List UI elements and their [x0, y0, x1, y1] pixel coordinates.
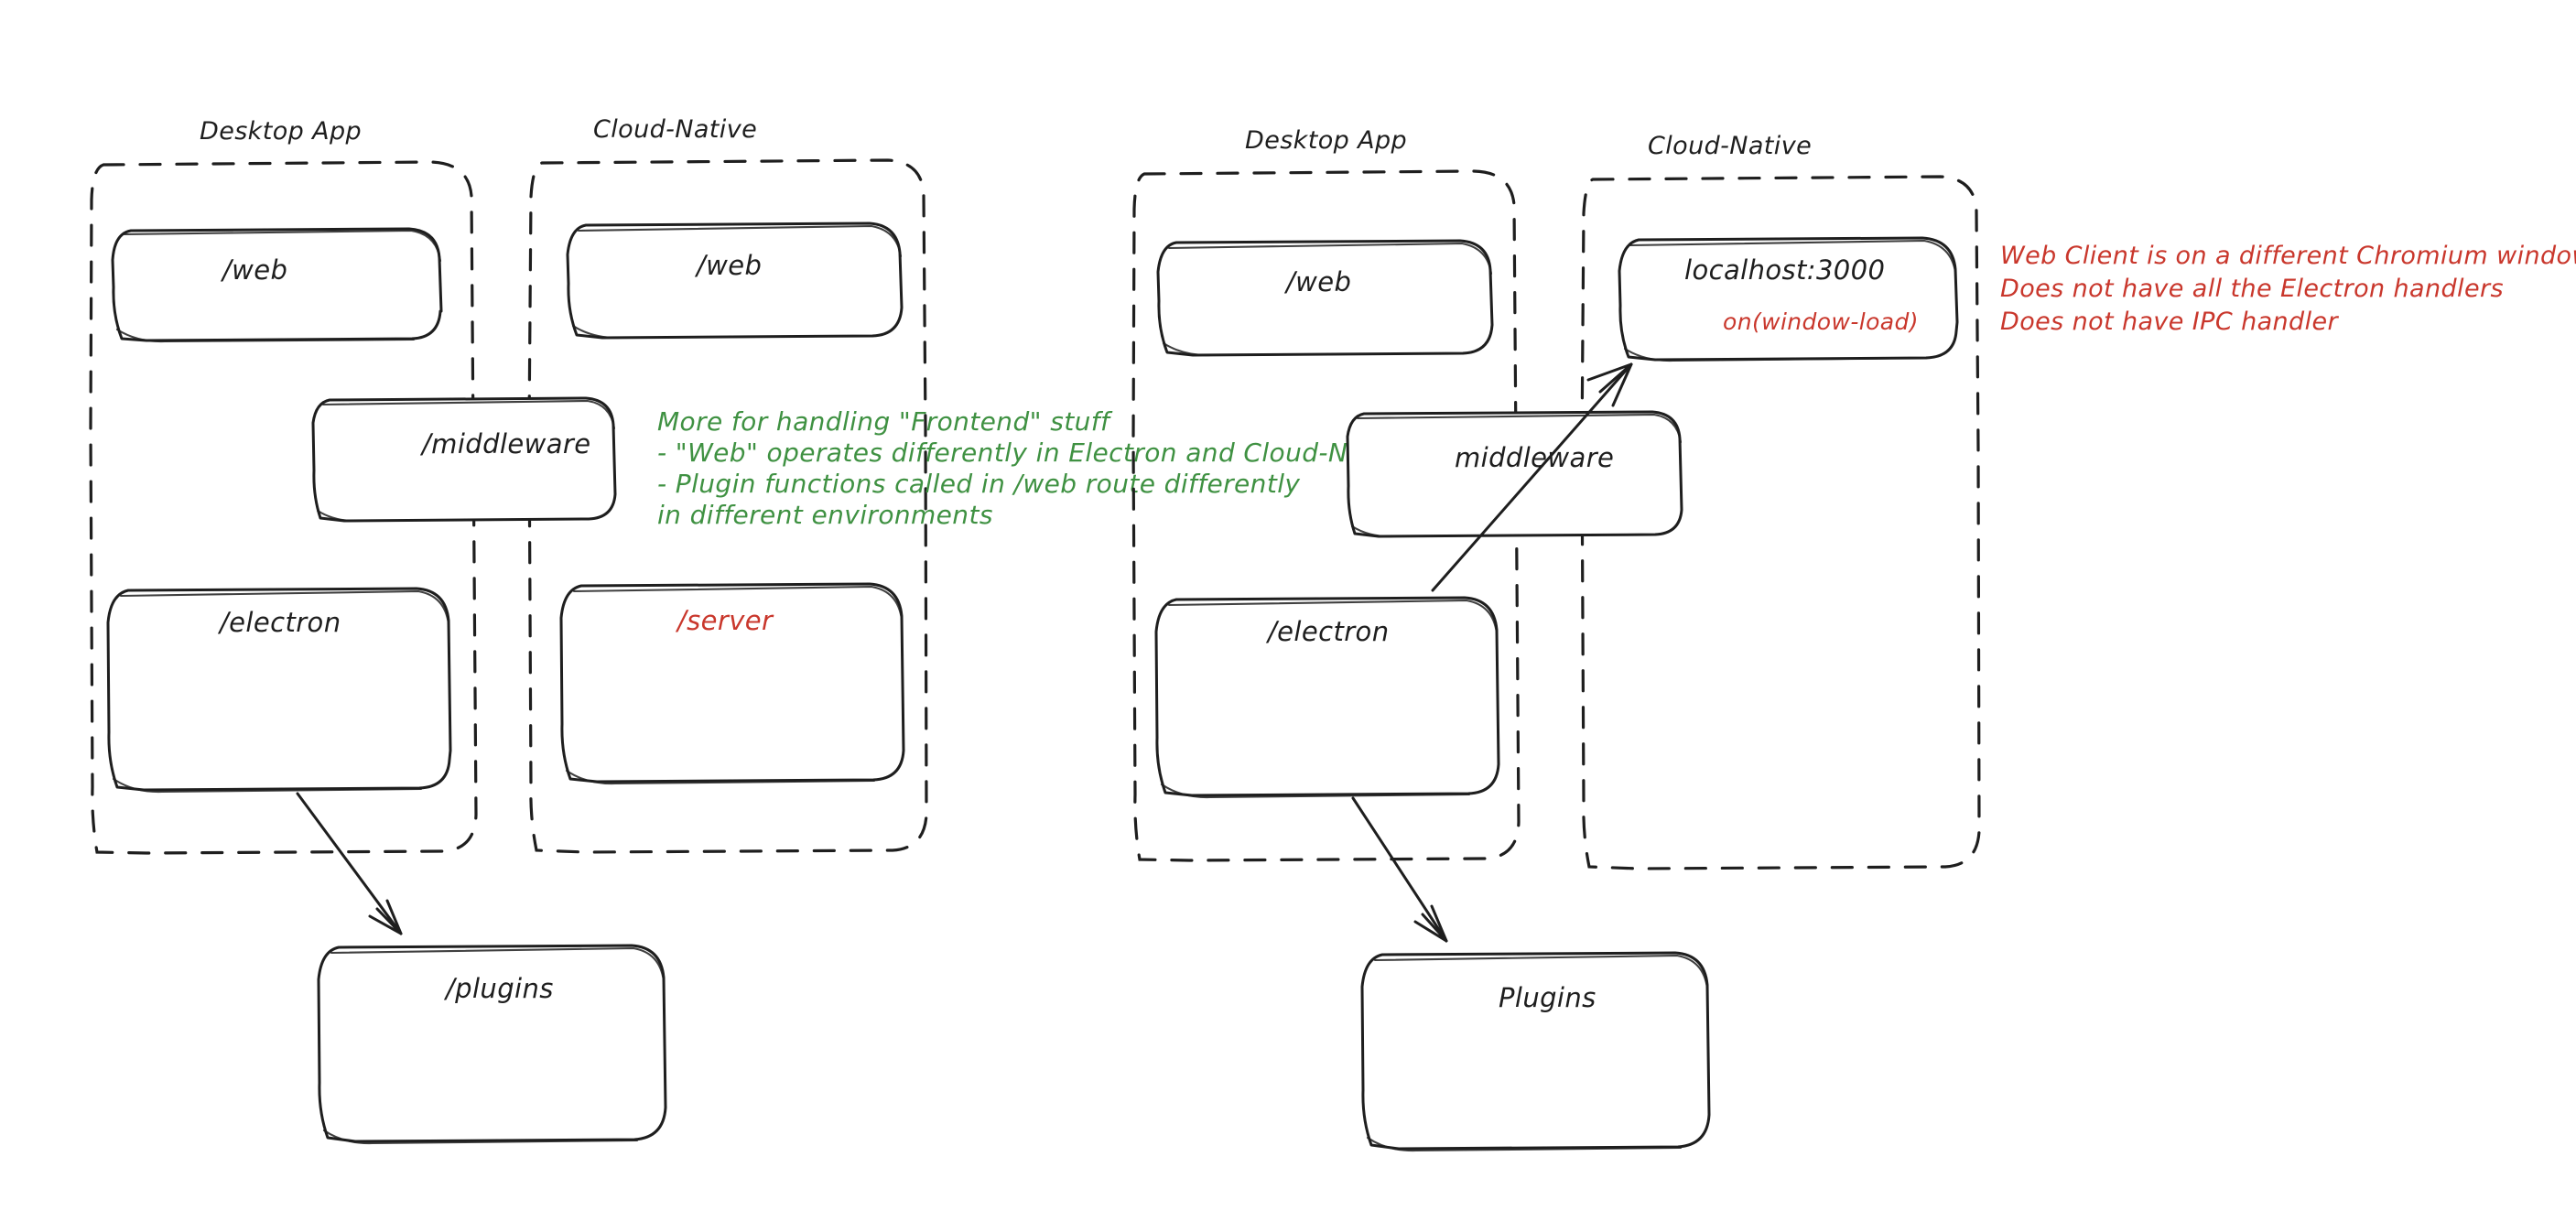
green-note-line-1: More for handling "Frontend" stuff — [657, 406, 1113, 437]
left-node-server[interactable]: /server — [559, 582, 905, 785]
left-server-sketch-overstroke — [565, 585, 904, 785]
left-desktop-app-outline — [89, 160, 478, 855]
right-localhost-sketch-overstroke — [1623, 239, 1957, 362]
right-plugins-shape — [1360, 951, 1711, 1151]
left-cloud-native-outline — [527, 158, 928, 854]
right-cloud-native-outline — [1580, 175, 1981, 870]
left-plugins-label: /plugins — [443, 973, 554, 1004]
left-electron-label: /electron — [217, 607, 341, 638]
left-group-desktop-app: Desktop App — [89, 117, 478, 855]
left-desktop-web-label: /web — [220, 254, 287, 286]
right-edge-plugins-arrowhead — [1413, 904, 1448, 943]
left-edge-arrowhead — [368, 899, 403, 935]
right-middleware-sketch-overstroke — [1350, 413, 1683, 538]
red-note-line-1: Web Client is on a different Chromium wi… — [2000, 242, 2576, 270]
green-note-line-4: in different environments — [657, 500, 993, 530]
right-node-localhost[interactable]: localhost:3000 on(window-load) — [1618, 236, 1959, 362]
right-edge-localhost-line — [1431, 362, 1633, 592]
left-node-plugins[interactable]: /plugins — [317, 944, 667, 1145]
right-desktop-app-outline — [1131, 169, 1521, 862]
left-node-middleware[interactable]: /middleware — [311, 396, 617, 523]
green-note-line-3: - Plugin functions called in /web route … — [657, 469, 1300, 499]
left-node-cloud-web[interactable]: /web — [566, 222, 904, 340]
left-cloud-web-label: /web — [694, 250, 762, 281]
green-note-line-2: - "Web" operates differently in Electron… — [657, 438, 1413, 468]
right-edge-electron-to-plugins — [1351, 796, 1448, 943]
right-localhost-sublabel: on(window-load) — [1723, 308, 1919, 335]
right-node-desktop-web[interactable]: /web — [1156, 239, 1494, 357]
green-note: More for handling "Frontend" stuff - "We… — [657, 406, 1413, 530]
right-desktop-app-label: Desktop App — [1245, 126, 1407, 155]
right-middleware-shape — [1346, 410, 1683, 538]
left-middleware-sketch-overstroke — [316, 399, 616, 523]
right-edge-electron-to-localhost — [1431, 362, 1633, 592]
left-cloud-web-sketch-overstroke — [571, 224, 903, 340]
left-plugins-sketch-overstroke — [322, 946, 666, 1145]
right-cloud-native-label: Cloud-Native — [1648, 132, 1812, 160]
left-edge-line — [296, 792, 403, 935]
right-electron-shape — [1154, 596, 1500, 797]
red-note-line-3: Does not have IPC handler — [2000, 308, 2340, 336]
right-node-middleware[interactable]: middleware — [1346, 410, 1683, 538]
right-plugins-label: Plugins — [1499, 982, 1596, 1013]
right-node-plugins[interactable]: Plugins — [1360, 951, 1711, 1152]
left-node-desktop-web[interactable]: /web — [111, 227, 443, 343]
left-cloud-native-label: Cloud-Native — [593, 115, 757, 144]
right-group-desktop-app: Desktop App — [1131, 126, 1521, 862]
left-node-electron[interactable]: /electron — [106, 587, 452, 794]
left-electron-sketch-overstroke — [112, 589, 450, 794]
right-edge-localhost-arrowhead — [1586, 362, 1633, 407]
right-middleware-label: middleware — [1455, 442, 1614, 473]
right-plugins-sketch-overstroke — [1366, 954, 1709, 1152]
left-edge-electron-to-plugins — [296, 792, 403, 935]
left-group-cloud-native: Cloud-Native — [527, 115, 928, 854]
red-note: Web Client is on a different Chromium wi… — [2000, 242, 2576, 336]
red-note-line-2: Does not have all the Electron handlers — [2000, 275, 2504, 303]
right-localhost-label: localhost:3000 — [1684, 254, 1885, 286]
right-desktop-web-label: /web — [1283, 266, 1351, 297]
right-electron-label: /electron — [1265, 616, 1389, 647]
left-desktop-web-sketch-overstroke — [115, 229, 442, 343]
right-node-electron[interactable]: /electron — [1154, 596, 1500, 799]
left-server-label: /server — [675, 605, 774, 636]
right-group-cloud-native: Cloud-Native — [1580, 132, 1981, 870]
left-desktop-app-label: Desktop App — [200, 117, 362, 146]
right-desktop-web-sketch-overstroke — [1162, 242, 1493, 357]
left-middleware-label: /middleware — [419, 428, 590, 459]
left-middleware-shape — [311, 396, 617, 523]
right-edge-plugins-line — [1351, 796, 1448, 943]
left-server-shape — [559, 582, 905, 784]
right-desktop-web-shape — [1156, 239, 1494, 357]
left-plugins-shape — [317, 944, 667, 1143]
right-electron-sketch-overstroke — [1160, 599, 1499, 799]
